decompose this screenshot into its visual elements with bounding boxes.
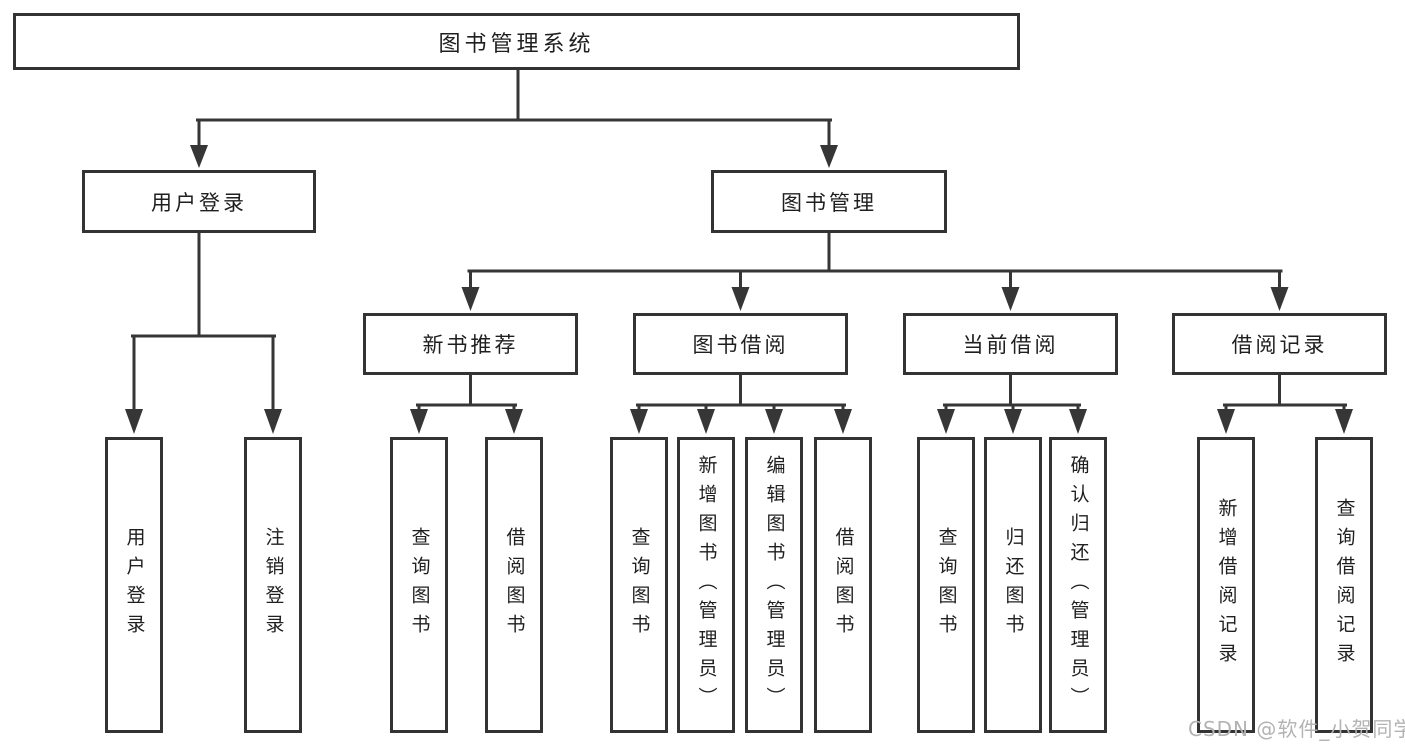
leaf-label: 新增图书（管理员） <box>695 454 718 716</box>
leaf-return-book: 归还图书 <box>984 437 1042 733</box>
leaf-query-books-borrow: 查询图书 <box>610 437 668 733</box>
leaf-user-login: 用户登录 <box>105 437 163 733</box>
node-label: 借阅记录 <box>1231 333 1328 357</box>
leaf-add-borrow-record: 新增借阅记录 <box>1197 437 1255 733</box>
node-root-label: 图书管理系统 <box>438 31 595 57</box>
leaf-query-books-current: 查询图书 <box>917 437 975 733</box>
leaf-label: 借阅图书 <box>832 527 855 643</box>
leaf-borrow-books-recommend: 借阅图书 <box>485 437 543 733</box>
node-current-borrow: 当前借阅 <box>903 313 1118 375</box>
node-label: 当前借阅 <box>962 333 1059 357</box>
leaf-edit-book-admin: 编辑图书（管理员） <box>745 437 803 733</box>
leaf-label: 查询图书 <box>935 527 958 643</box>
node-book-borrow: 图书借阅 <box>633 313 848 375</box>
leaf-label: 查询图书 <box>408 527 431 643</box>
leaf-label: 新增借阅记录 <box>1215 498 1238 672</box>
node-borrow-record: 借阅记录 <box>1172 313 1387 375</box>
watermark: CSDN @软件_小贺同学 <box>1188 717 1405 741</box>
node-book-management: 图书管理 <box>711 170 947 233</box>
leaf-label: 用户登录 <box>123 527 146 643</box>
node-user-login: 用户登录 <box>82 170 316 233</box>
leaf-label: 归还图书 <box>1002 527 1025 643</box>
leaf-borrow-books-borrow: 借阅图书 <box>814 437 872 733</box>
leaf-confirm-return-admin: 确认归还（管理员） <box>1049 437 1107 733</box>
leaf-logout: 注销登录 <box>244 437 302 733</box>
leaf-label: 注销登录 <box>262 527 285 643</box>
leaf-label: 确认归还（管理员） <box>1067 454 1090 716</box>
leaf-query-borrow-record: 查询借阅记录 <box>1315 437 1373 733</box>
node-label: 图书管理 <box>781 190 877 215</box>
leaf-label: 查询图书 <box>628 527 651 643</box>
node-label: 新书推荐 <box>422 333 519 357</box>
leaf-label: 查询借阅记录 <box>1333 498 1356 672</box>
leaf-add-book-admin: 新增图书（管理员） <box>677 437 735 733</box>
leaf-query-books-recommend: 查询图书 <box>390 437 448 733</box>
node-label: 用户登录 <box>151 190 247 215</box>
node-root-system: 图书管理系统 <box>13 13 1020 70</box>
leaf-label: 借阅图书 <box>503 527 526 643</box>
node-label: 图书借阅 <box>692 333 789 357</box>
leaf-label: 编辑图书（管理员） <box>763 454 786 716</box>
node-new-book-recommend: 新书推荐 <box>363 313 578 375</box>
